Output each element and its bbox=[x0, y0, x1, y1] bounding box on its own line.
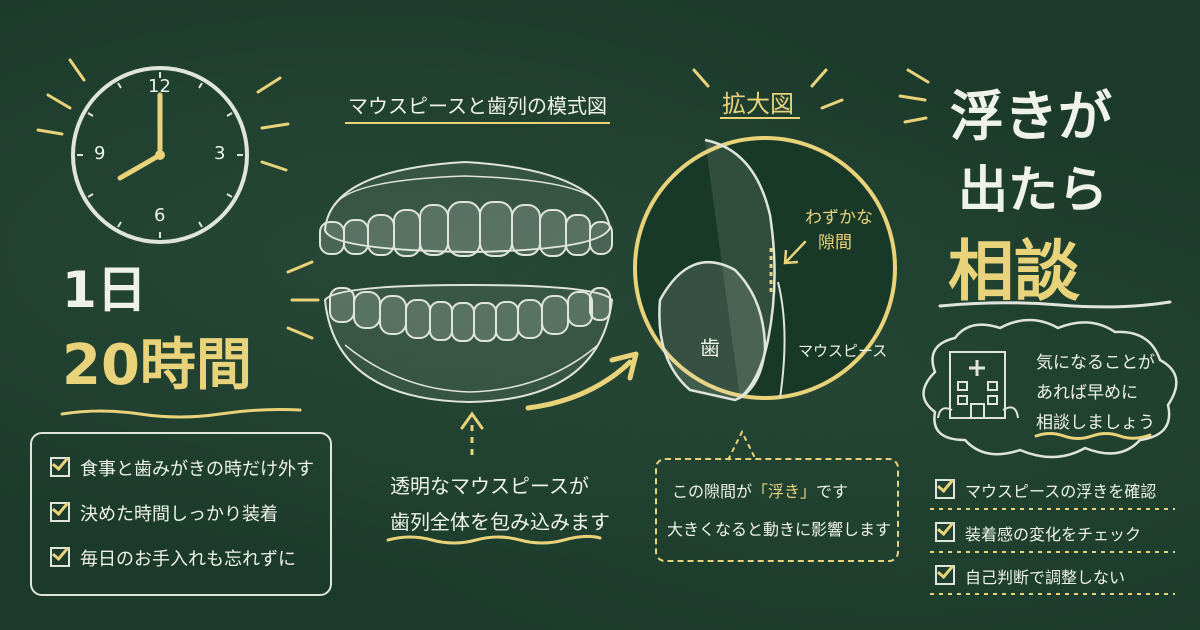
clock-numeral-9: 9 bbox=[94, 143, 106, 164]
bubble-line2: あれば早めに bbox=[1036, 383, 1138, 403]
zoom-circle bbox=[633, 136, 897, 402]
clock-rays bbox=[36, 58, 290, 172]
left-list-item: 食事と歯みがきの時だけ外す bbox=[50, 455, 314, 481]
callout-keyword: 「浮き」 bbox=[752, 482, 817, 501]
right-list-item: 装着感の変化をチェック bbox=[935, 521, 1141, 545]
bubble-line3: 相談しましょう bbox=[1036, 413, 1155, 433]
upper-teeth-icon bbox=[319, 160, 613, 257]
checkbox-icon bbox=[50, 502, 70, 522]
checkbox-icon bbox=[935, 479, 955, 499]
mouthpiece-label: マウスピース bbox=[798, 342, 888, 360]
bubble-line1: 気になることが bbox=[1036, 353, 1155, 373]
arrow-icon bbox=[525, 351, 639, 411]
checkbox-icon bbox=[50, 457, 70, 477]
gap-label-line2: 隙間 bbox=[818, 233, 852, 253]
right-list-item: マウスピースの浮きを確認 bbox=[935, 478, 1156, 502]
speech-bubble bbox=[922, 318, 1178, 459]
checkbox-icon bbox=[935, 565, 955, 585]
left-list-item: 決めた時間しっかり装着 bbox=[50, 500, 278, 526]
gap-callout bbox=[655, 458, 899, 562]
diagram-title: マウスピースと歯列の模式図 bbox=[348, 94, 607, 118]
lower-teeth-icon bbox=[323, 283, 614, 404]
heading-line3: 相談 bbox=[948, 233, 1080, 310]
left-list-item: 毎日のお手入れも忘れずに bbox=[50, 545, 296, 571]
clock-numeral-6: 6 bbox=[154, 205, 166, 226]
zoom-title: 拡大図 bbox=[722, 90, 794, 118]
clock-numeral-12: 12 bbox=[148, 76, 171, 97]
headline-20hours: 20時間 bbox=[62, 333, 252, 398]
headline-1day: 1日 bbox=[62, 261, 147, 319]
diagram-note-line1: 透明なマウスピースが bbox=[390, 474, 589, 498]
callout-line2: 大きくなると動きに影響します bbox=[667, 520, 892, 539]
left-checklist bbox=[30, 432, 332, 596]
right-list-item: 自己判断で調整しない bbox=[935, 564, 1125, 588]
checkbox-icon bbox=[935, 522, 955, 542]
clock-icon bbox=[71, 66, 249, 244]
callout-line1: この隙間が「浮き」です bbox=[672, 482, 849, 501]
tooth-label: 歯 bbox=[700, 336, 720, 360]
heading-line2: 出たら bbox=[958, 161, 1108, 219]
diagram-note-line2: 歯列全体を包み込みます bbox=[390, 510, 610, 534]
gap-label-line1: わずかな bbox=[805, 208, 873, 228]
hospital-icon bbox=[937, 351, 1019, 419]
heading-line1: 浮きが bbox=[950, 85, 1112, 148]
checkbox-icon bbox=[50, 547, 70, 567]
clock-numeral-3: 3 bbox=[214, 143, 226, 164]
